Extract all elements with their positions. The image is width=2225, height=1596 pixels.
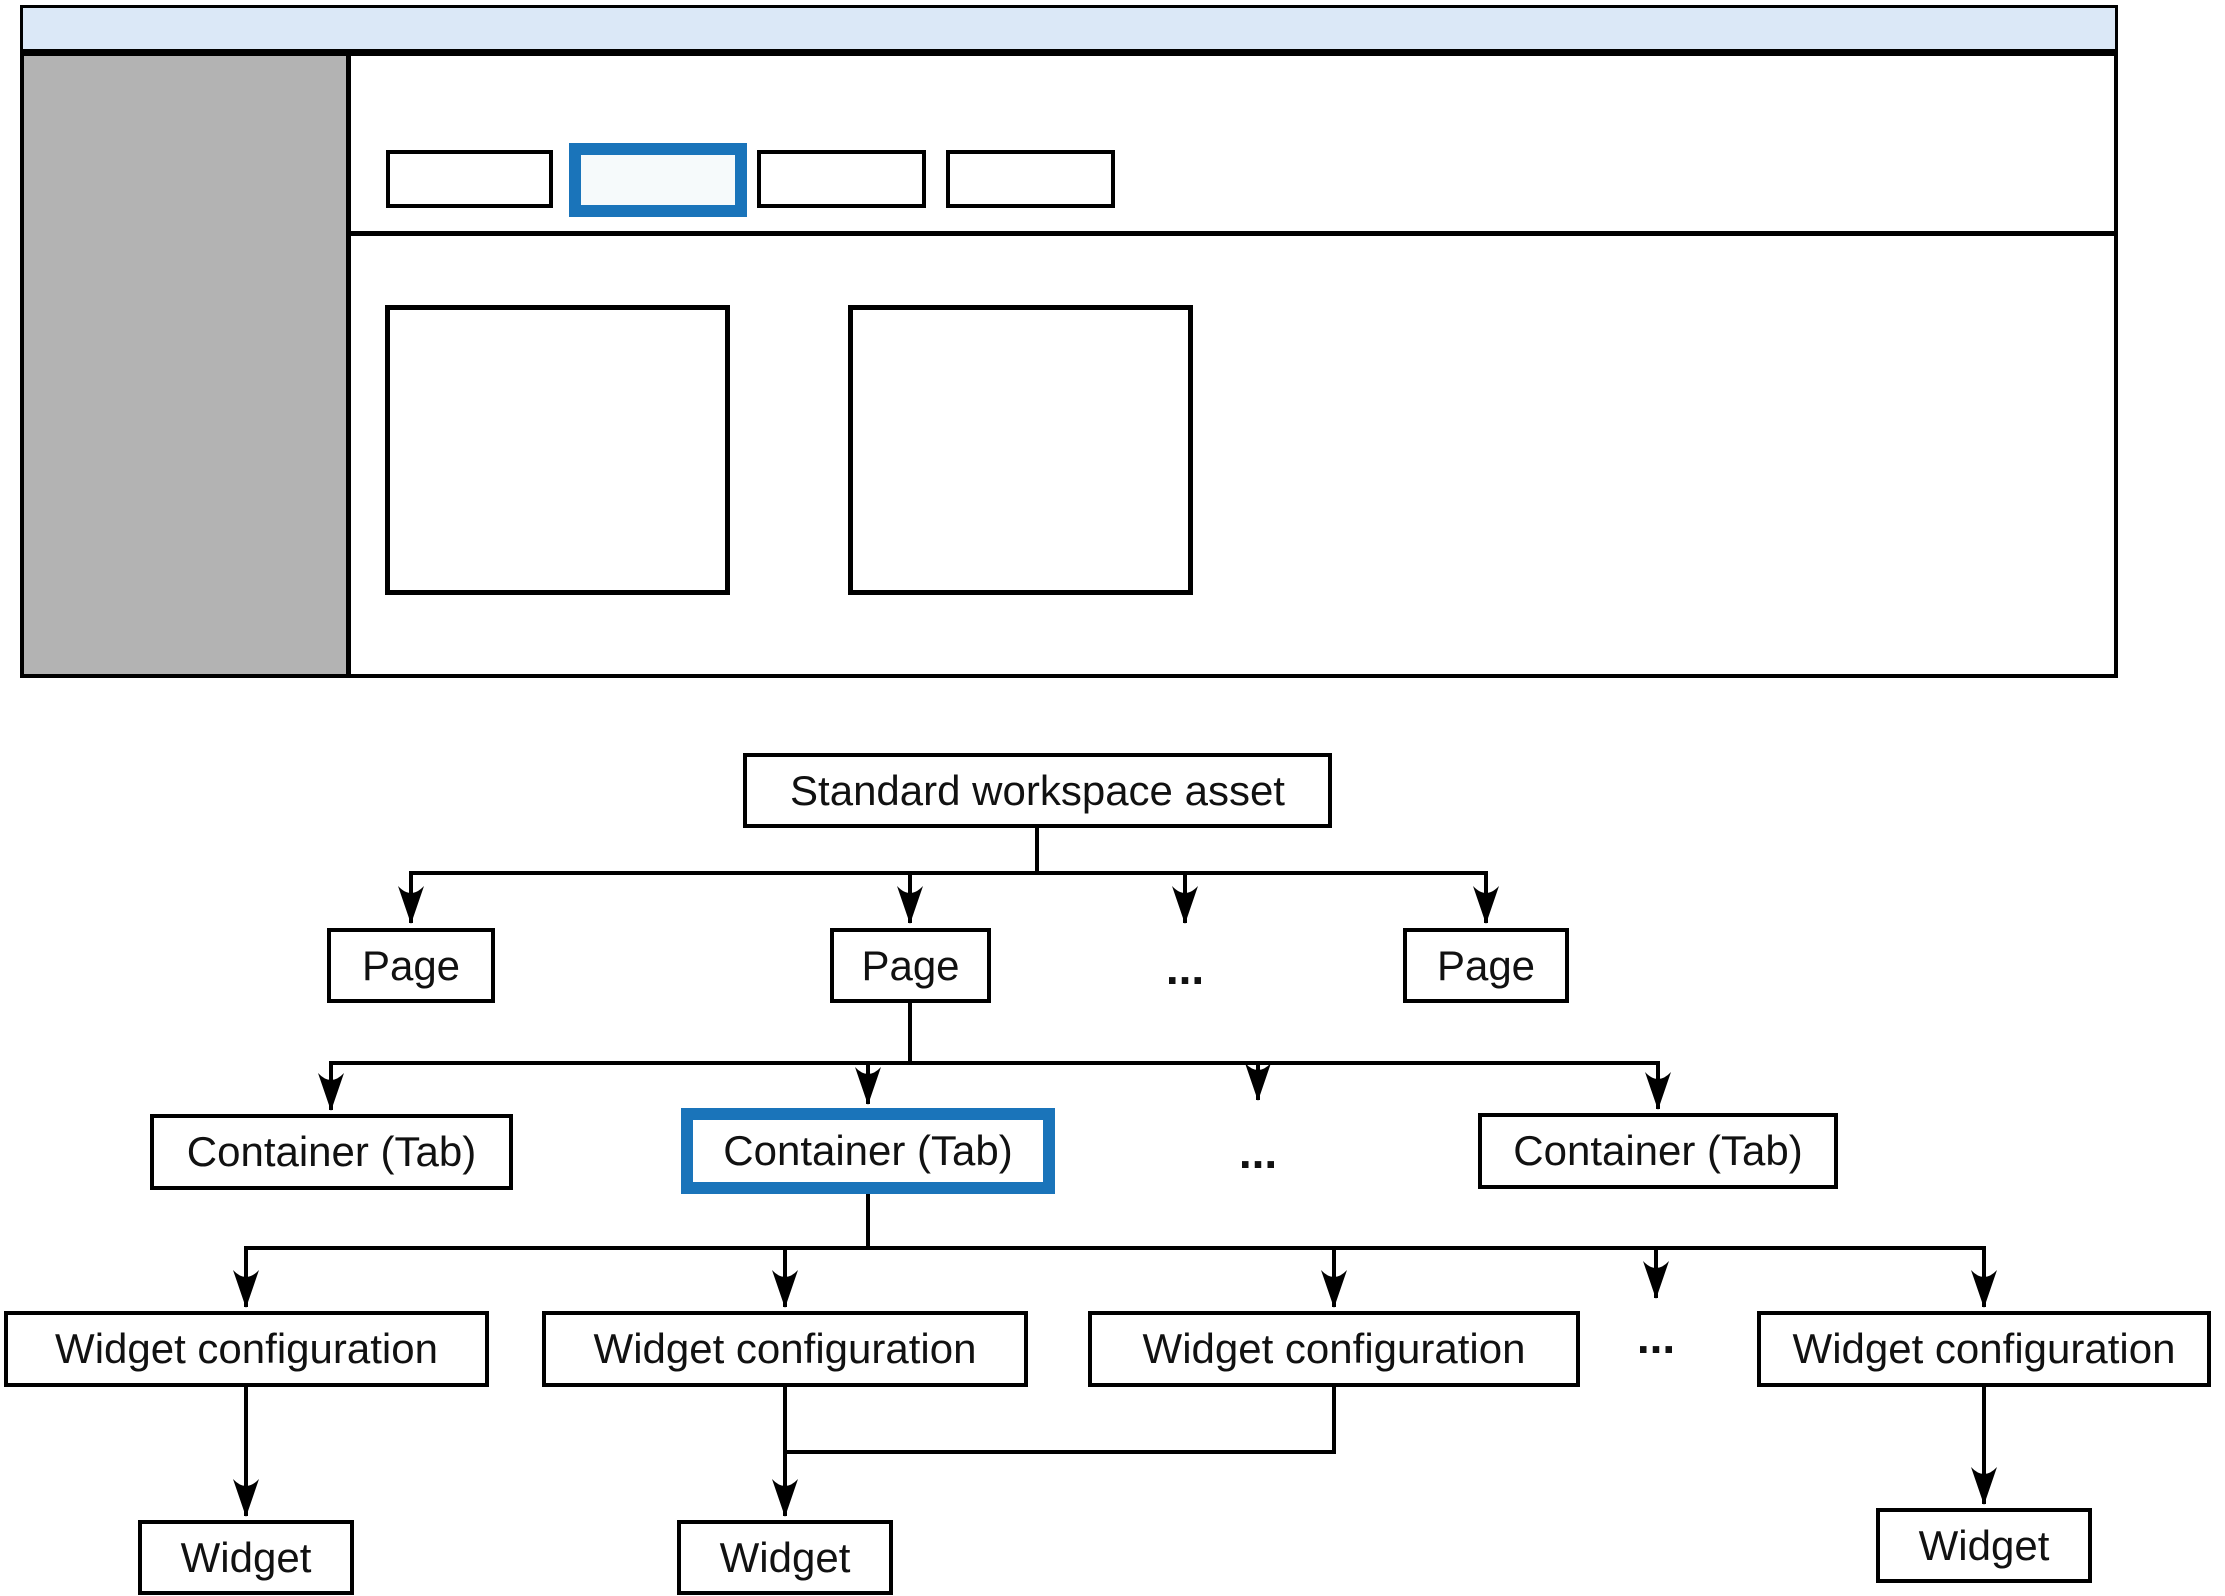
diagram-node-container-3: Container (Tab) [1478, 1113, 1838, 1189]
diagram-node-widget-2: Widget [677, 1520, 893, 1595]
diagram-node-widget-config-1: Widget configuration [4, 1311, 489, 1387]
wireframe-tab-3[interactable] [757, 150, 926, 208]
diagram-node-container-1: Container (Tab) [150, 1114, 513, 1190]
ellipsis-pages: ... [1165, 942, 1205, 994]
diagram-node-widget-config-4: Widget configuration [1757, 1311, 2211, 1387]
diagram-node-page-1: Page [327, 928, 495, 1003]
diagram-node-page-3: Page [1403, 928, 1569, 1003]
diagram-node-container-2-active: Container (Tab) [681, 1108, 1055, 1194]
window-sidebar [24, 56, 351, 674]
wireframe-tab-1[interactable] [386, 150, 553, 208]
ellipsis-widget-configs: ... [1636, 1311, 1676, 1363]
ellipsis-containers: ... [1238, 1126, 1278, 1178]
diagram-node-widget-3: Widget [1876, 1508, 2092, 1583]
diagram-node-widget-config-3: Widget configuration [1088, 1311, 1580, 1387]
content-widget-box-1 [385, 305, 730, 595]
diagram-node-root: Standard workspace asset [743, 753, 1332, 828]
content-widget-box-2 [848, 305, 1193, 595]
window-topbar [20, 5, 2118, 52]
wireframe-tab-4[interactable] [946, 150, 1115, 208]
diagram-node-widget-1: Widget [138, 1520, 354, 1595]
wireframe-tab-2-active[interactable] [569, 143, 747, 217]
tab-row-divider [351, 231, 2114, 236]
diagram-node-widget-config-2: Widget configuration [542, 1311, 1028, 1387]
diagram-node-page-2: Page [830, 928, 991, 1003]
